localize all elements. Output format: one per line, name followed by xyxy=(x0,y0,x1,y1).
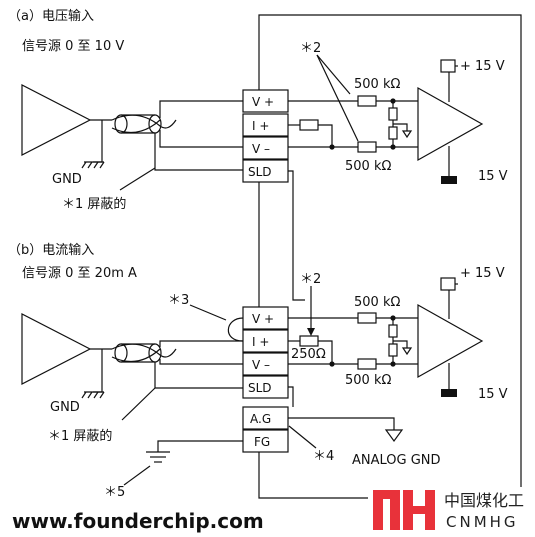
r-top-label-a: 500 kΩ xyxy=(354,77,400,92)
terminal-vminus-a: V – xyxy=(252,142,270,156)
jumper-b xyxy=(227,317,244,342)
vneg-supply-a xyxy=(441,176,457,184)
logo-en-text: CNMHG xyxy=(446,513,519,531)
ground-symbol-b xyxy=(81,391,105,399)
gnd-label-b: GND xyxy=(50,400,80,415)
vpos-label-a: + 15 V xyxy=(460,59,505,74)
note2-b: ＊2 xyxy=(300,272,321,287)
op-amp-b xyxy=(417,303,484,379)
vpos-label-b: + 15 V xyxy=(460,266,505,281)
outer-frame-wire xyxy=(258,14,522,499)
terminal-vminus-b: V – xyxy=(252,358,270,372)
note3-b: ＊3 xyxy=(168,293,189,308)
logo-icon xyxy=(368,487,534,534)
section-a: （a）电压输入 信号源 0 至 10 V GND ＊1 屏 xyxy=(8,8,508,212)
resistor-500k-top-a xyxy=(357,95,377,107)
frame-ground-symbol xyxy=(146,451,170,463)
section-b: （b）电流输入 信号源 0 至 20m A ＊3 GND ＊1 xyxy=(8,242,508,500)
analog-gnd-symbol xyxy=(384,429,404,443)
shielded-cable-a xyxy=(111,114,177,134)
terminal-sld-b: SLD xyxy=(248,381,272,395)
terminal-iplus-b: I + xyxy=(252,335,269,349)
vneg-label-b: 15 V xyxy=(478,387,508,402)
r-bottom-label-a: 500 kΩ xyxy=(345,159,391,174)
terminal-ag-b: A.G xyxy=(250,412,271,426)
resistor-250-shunt-b xyxy=(299,335,319,347)
terminal-fg-b: FG xyxy=(254,435,270,449)
section-a-title: （a）电压输入 xyxy=(8,8,94,24)
vneg-label-a: 15 V xyxy=(478,169,508,184)
terminal-vplus-a: V + xyxy=(252,95,274,109)
op-amp-a xyxy=(417,86,484,162)
terminal-block-b: V + I + V – SLD A.G FG xyxy=(242,306,289,453)
logo-cn-text: 中国煤化工 xyxy=(444,491,524,510)
sld-wire-b xyxy=(288,386,294,407)
sld-wire-a xyxy=(288,170,305,301)
terminal-iplus-a: I + xyxy=(252,119,269,133)
shield-note-a: ＊1 屏蔽的 xyxy=(62,196,126,212)
shield-note-b: ＊1 屏蔽的 xyxy=(48,428,112,444)
note4-b: ＊4 xyxy=(313,449,334,464)
gnd-label-a: GND xyxy=(52,172,82,187)
ground-symbol-a xyxy=(81,161,105,169)
resistor-iplus-a xyxy=(299,119,319,131)
resistor-500k-top-b xyxy=(357,312,377,324)
signal-source-a xyxy=(21,84,92,156)
terminal-sld-a: SLD xyxy=(248,165,272,179)
analog-gnd-label: ANALOG GND xyxy=(352,453,441,468)
r-top-label-b: 500 kΩ xyxy=(354,295,400,310)
r-bottom-label-b: 500 kΩ xyxy=(345,373,391,388)
terminal-block-a: V + I + V – SLD xyxy=(242,89,289,183)
signal-source-b xyxy=(21,313,92,385)
section-a-source: 信号源 0 至 10 V xyxy=(22,39,124,54)
section-b-title: （b）电流输入 xyxy=(8,242,94,258)
note2-a: ＊2 xyxy=(300,41,321,56)
resistor-500k-bottom-b xyxy=(357,358,377,370)
website-text: www.founderchip.com xyxy=(12,509,264,533)
r-shunt-label-b: 250Ω xyxy=(291,347,326,362)
vneg-supply-b xyxy=(441,389,457,397)
note5-b: ＊5 xyxy=(104,485,125,500)
shielded-cable-b xyxy=(111,343,177,363)
terminal-vplus-b: V + xyxy=(252,312,274,326)
section-b-source: 信号源 0 至 20m A xyxy=(22,266,137,281)
resistor-500k-bottom-a xyxy=(357,141,377,153)
